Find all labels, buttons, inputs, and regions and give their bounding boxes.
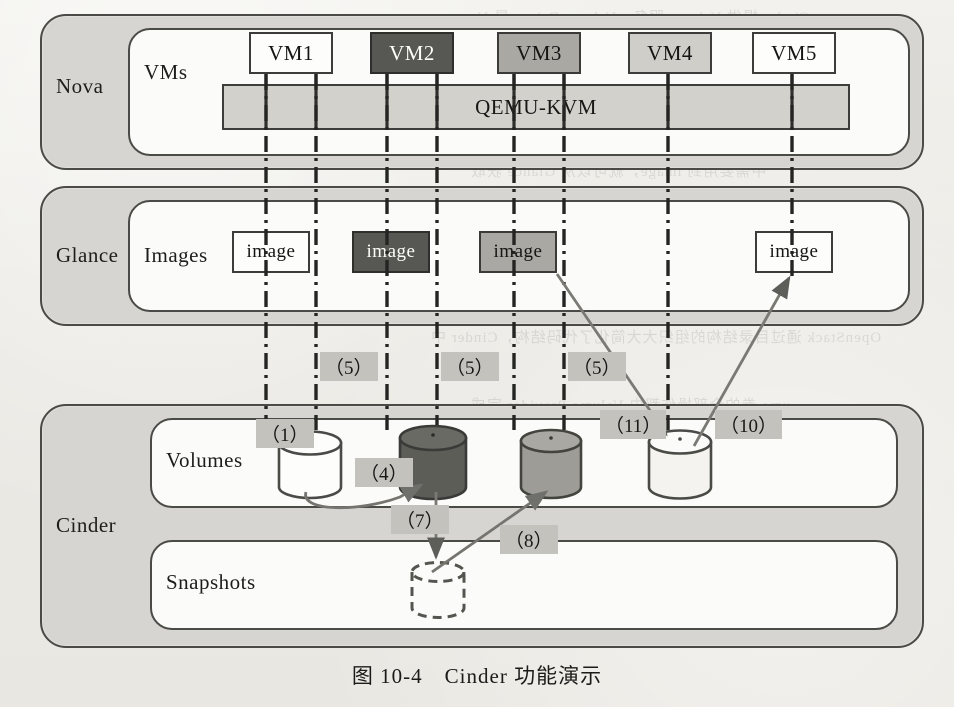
layer-label-glance: Glance: [56, 243, 119, 267]
vm-box-vm3[interactable]: VM3: [497, 32, 581, 74]
inner-label-images: Images: [144, 243, 208, 267]
snapshot-cylinder-1[interactable]: [410, 561, 466, 619]
layer-label-nova: Nova: [56, 74, 104, 98]
image-box-4[interactable]: image: [755, 231, 833, 273]
arrow-step-4: [304, 483, 424, 510]
step-tag-8: （8）: [500, 525, 558, 554]
vm-box-vm2[interactable]: VM2: [370, 32, 454, 74]
layer-inner-cinder-snapshots: [150, 540, 898, 630]
vm-box-vm1[interactable]: VM1: [249, 32, 333, 74]
vm-hypervisor-connectors: [264, 74, 794, 130]
step-tag-5b: （5）: [441, 352, 499, 381]
volume-cylinder-3[interactable]: [519, 428, 583, 500]
image-box-3[interactable]: image: [479, 231, 557, 273]
step-tag-1: （1）: [256, 419, 314, 448]
step-tag-5c: （5）: [568, 352, 626, 381]
arrow-step-10: [692, 275, 791, 447]
vm-box-vm4[interactable]: VM4: [628, 32, 712, 74]
step-tag-7: （7）: [391, 505, 449, 534]
image-box-1[interactable]: image: [232, 231, 310, 273]
hypervisor-bar-qemu-kvm: QEMU-KVM: [222, 84, 850, 130]
step-tag-10: （10）: [715, 410, 783, 439]
arrow-step-8: [431, 490, 549, 574]
vertical-bus-lines: [264, 74, 794, 430]
vm-box-vm5[interactable]: VM5: [752, 32, 836, 74]
inner-label-snapshots: Snapshots: [166, 570, 256, 594]
step-tag-5a: （5）: [320, 352, 378, 381]
figure-caption: 图 10-4 Cinder 功能演示: [351, 664, 603, 688]
step-tag-4: （4）: [355, 458, 413, 487]
inner-label-volumes: Volumes: [166, 448, 243, 472]
image-box-2[interactable]: image: [352, 231, 430, 273]
step-tag-11: （11）: [600, 410, 667, 439]
layer-label-cinder: Cinder: [56, 513, 117, 537]
volume-cylinder-4[interactable]: [647, 429, 713, 500]
inner-label-vms: VMs: [144, 60, 188, 84]
